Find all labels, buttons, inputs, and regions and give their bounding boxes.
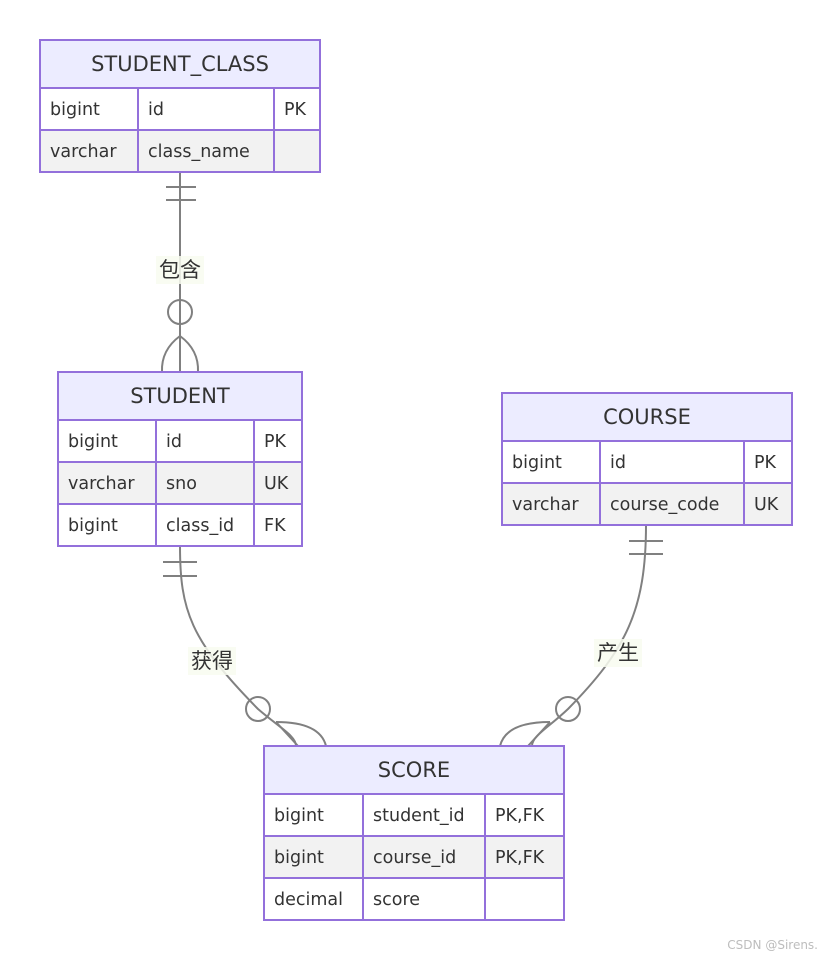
attribute-name: course_id [373,848,456,868]
attribute-type: bigint [50,100,100,120]
cardinality-crow-foot [275,721,299,747]
relationship-label-text: 包含 [159,258,201,282]
relationship-label-bg [156,256,204,284]
entity-name: COURSE [603,405,691,429]
watermark-text: CSDN @Sirens. [727,938,818,952]
attribute-key: UK [264,474,289,494]
attribute-key: PK [754,453,777,473]
entity-header [57,371,303,421]
relationship-label-bg [188,647,236,675]
attribute-type: bigint [68,516,118,536]
attribute-name: id [610,453,626,473]
attribute-key: FK [264,516,286,536]
cardinality-zero-circle [245,696,271,722]
attribute-row: bigint student_id PK,FK [263,793,565,837]
attribute-name: class_name [148,142,250,162]
cardinality-crow-foot [527,721,551,747]
attribute-key: UK [754,495,779,515]
entity-student[interactable]: STUDENT bigint id PK varchar sno UK bigint class… [57,371,303,547]
relationship-student-score-obtains[interactable] [163,545,327,747]
attribute-name: id [166,432,182,452]
relationship-label: 包含 [156,256,204,284]
attribute-key: PK [284,100,307,120]
attribute-name: sno [166,474,197,494]
attribute-row-bg [263,877,565,921]
attribute-type: bigint [68,432,118,452]
cardinality-crow-foot [160,335,181,373]
attribute-key: PK,FK [495,806,545,826]
relationship-label-bg [594,639,642,667]
attribute-row: bigint id PK [39,87,321,131]
relationship-label: 获得 [188,647,236,675]
entity-name: SCORE [378,758,450,782]
attribute-row-bg [57,503,303,547]
attribute-key: PK,FK [495,848,545,868]
relationship-label-text: 产生 [597,641,639,665]
cardinality-zero-circle [167,299,193,325]
relationship-course-score-produces[interactable] [499,524,663,747]
attribute-name: class_id [166,516,234,536]
attribute-row: bigint course_id PK,FK [263,835,565,879]
attribute-name: id [148,100,164,120]
attribute-row: varchar course_code UK [501,482,793,526]
attribute-name: student_id [373,806,465,826]
relationships-layer [160,172,663,747]
attribute-row: decimal score [263,877,565,921]
cardinality-crow-foot [179,335,200,373]
cardinality-crow-foot [499,721,551,747]
entity-header [263,745,565,795]
attribute-row: varchar sno UK [57,461,303,505]
attribute-row-bg [57,419,303,463]
attribute-key: PK [264,432,287,452]
relationship-line [179,545,297,747]
attribute-row-bg [57,461,303,505]
attribute-type: bigint [274,806,324,826]
attribute-type: decimal [274,890,343,910]
attribute-row: bigint id PK [57,419,303,463]
cardinality-crow-foot [275,721,327,747]
attribute-type: varchar [512,495,579,515]
attribute-name: score [373,890,420,910]
attribute-type: bigint [512,453,562,473]
attribute-row: bigint class_id FK [57,503,303,547]
attribute-type: varchar [68,474,135,494]
entity-name: STUDENT [130,384,230,408]
cardinality-zero-circle [555,696,581,722]
relationship-label-text: 获得 [191,649,233,673]
relationship-line [531,524,647,747]
entity-course[interactable]: COURSE bigint id PK varchar course_code UK [501,392,793,526]
entity-header [39,39,321,89]
attribute-type: bigint [274,848,324,868]
attribute-row: varchar class_name [39,129,321,173]
attribute-row: bigint id PK [501,440,793,484]
attribute-row-bg [263,793,565,837]
entity-header [501,392,793,442]
attribute-name: course_code [610,495,719,515]
entity-name: STUDENT_CLASS [91,52,269,77]
attribute-type: varchar [50,142,117,162]
relationship-label: 产生 [594,639,642,667]
